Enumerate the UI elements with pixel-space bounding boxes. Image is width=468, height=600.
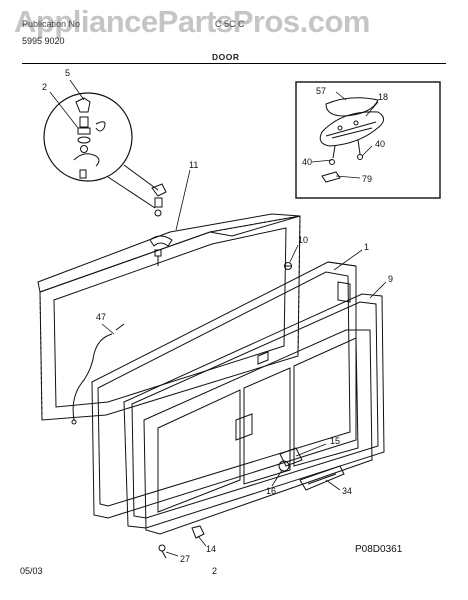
callout-40-right: 40 bbox=[375, 139, 385, 149]
callout-79: 79 bbox=[362, 174, 372, 184]
lock-assembly bbox=[278, 447, 345, 491]
publication-number: 5995 9020 bbox=[22, 36, 65, 46]
inner-door-front bbox=[143, 329, 373, 535]
model-label: C 5C C bbox=[215, 19, 245, 29]
callout-10: 10 bbox=[298, 235, 308, 245]
callout-5: 5 bbox=[65, 68, 70, 78]
header-divider bbox=[22, 63, 446, 64]
section-title: DOOR bbox=[212, 52, 240, 62]
publication-label: Publication No bbox=[22, 19, 81, 29]
revision-date: 05/03 bbox=[20, 566, 43, 576]
callout-11: 11 bbox=[189, 160, 198, 170]
door-liner-frame bbox=[37, 213, 301, 421]
callout-16: 16 bbox=[266, 486, 276, 496]
door-panel bbox=[91, 261, 357, 519]
door-gasket bbox=[123, 293, 385, 529]
callout-15: 15 bbox=[330, 436, 340, 446]
callout-57: 57 bbox=[316, 86, 326, 96]
callout-2: 2 bbox=[42, 82, 47, 92]
callout-9: 9 bbox=[388, 274, 393, 284]
figure-code: P08D0361 bbox=[355, 544, 403, 555]
page-number: 2 bbox=[212, 566, 218, 576]
callout-47: 47 bbox=[96, 312, 106, 322]
callout-34: 34 bbox=[342, 486, 352, 496]
hinge-detail-circle bbox=[43, 92, 159, 209]
lower-hinge-parts bbox=[158, 525, 205, 559]
callout-27: 27 bbox=[180, 554, 190, 564]
callout-labels: 5 2 11 10 1 9 47 57 18 40 40 79 15 16 34… bbox=[42, 68, 393, 564]
watermark-logo: AppliancePartsPros.com bbox=[14, 4, 370, 39]
leader-lines bbox=[49, 79, 387, 557]
screw-part bbox=[284, 262, 292, 270]
handle-inset-box bbox=[295, 81, 441, 199]
heater-wire bbox=[71, 323, 125, 425]
callout-18: 18 bbox=[378, 92, 388, 102]
callout-1: 1 bbox=[364, 242, 369, 252]
hinge-assembly bbox=[149, 183, 173, 266]
callout-40-left: 40 bbox=[302, 157, 312, 167]
callout-14: 14 bbox=[206, 544, 216, 554]
